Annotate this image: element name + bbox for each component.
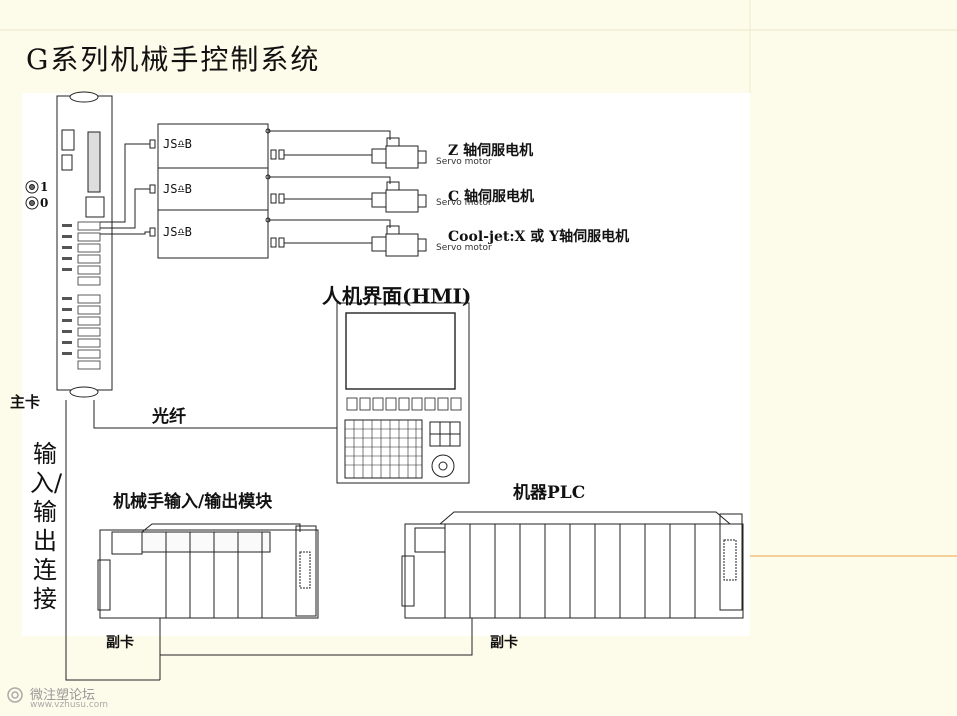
rotary-switches <box>25 180 39 210</box>
io-connection-label: 输入/输出连接 <box>30 440 63 613</box>
motor-label-c: C 轴伺服电机 <box>448 189 535 205</box>
hmi-label: 人机界面(HMI) <box>322 284 472 308</box>
sub-card-right-label: 副卡 <box>490 635 518 651</box>
watermark-url: www.vzhusu.com <box>30 700 109 710</box>
robot-io-module-label: 机械手输入/输出模块 <box>113 492 273 512</box>
motor-label-xy: Cool-jet:X 或 Y轴伺服电机 <box>448 229 630 245</box>
sub-card-left-label: 副卡 <box>106 635 134 651</box>
robot-io-module <box>97 523 319 619</box>
drive-code-2: JS♎B <box>163 182 192 196</box>
machine-plc-label: 机器PLC <box>513 483 586 503</box>
switch-label-1: 1 <box>40 180 49 194</box>
fiber-label: 光纤 <box>152 407 186 427</box>
motor-sub-xy: Servo motor <box>436 243 492 253</box>
hmi-device <box>336 302 470 484</box>
main-card-label: 主卡 <box>10 393 41 411</box>
watermark-text: 微注塑论坛 <box>30 688 96 703</box>
drive-code-1: JS♎B <box>163 137 192 151</box>
page-title: G系列机械手控制系统 <box>26 43 321 76</box>
watermark-logo-icon <box>7 687 23 703</box>
motor-sub-c: Servo motor <box>436 198 492 208</box>
main-card <box>56 91 113 398</box>
motor-label-z: Z 轴伺服电机 <box>448 143 534 159</box>
machine-plc <box>401 511 744 619</box>
servo-motors <box>371 137 427 257</box>
drive-code-3: JS♎B <box>163 225 192 239</box>
switch-label-0: 0 <box>40 196 49 210</box>
motor-sub-z: Servo motor <box>436 157 492 167</box>
